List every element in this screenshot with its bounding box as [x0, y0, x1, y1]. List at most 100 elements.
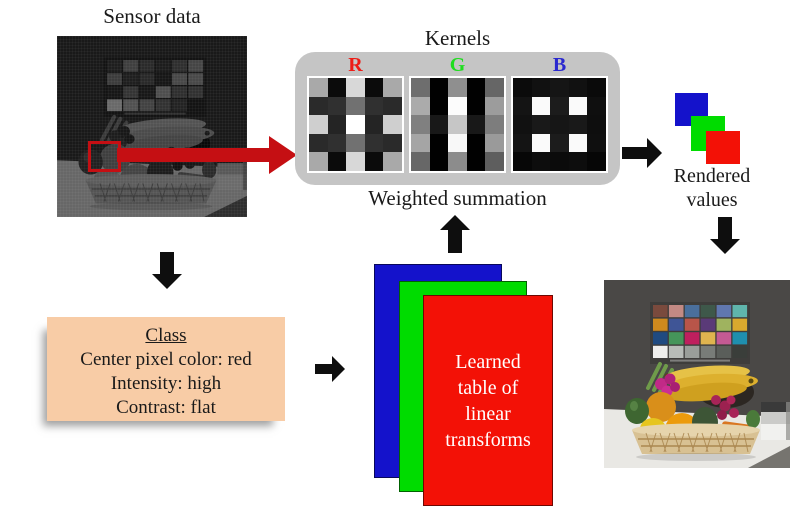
rendered-image — [604, 280, 790, 468]
down-arrow-right-icon — [710, 217, 740, 254]
kernel-cell — [513, 96, 532, 116]
class-box: Class Center pixel color: red Intensity:… — [47, 317, 285, 421]
right-arrow-to-rendered-icon — [622, 138, 662, 168]
learned-table-label: Learned table of linear transforms — [445, 350, 531, 451]
kernel-cell — [411, 133, 430, 153]
kernel-cell — [346, 152, 365, 171]
kernel-cell — [568, 115, 588, 134]
kernel-cell — [568, 96, 588, 116]
kernel-cell — [309, 115, 328, 134]
kernel-column-r: R — [307, 55, 404, 173]
scene-svg — [57, 36, 247, 217]
kernel-cell — [383, 152, 402, 171]
class-box-line-3: Contrast: flat — [116, 397, 216, 418]
kernel-cell — [448, 152, 467, 171]
kernel-column-g: G — [409, 55, 506, 173]
kernel-cell — [383, 115, 402, 134]
kernel-cell — [550, 78, 569, 97]
kernel-column-b: B — [511, 55, 608, 173]
kernel-cell — [448, 78, 467, 97]
kernel-cell — [531, 78, 551, 97]
kernel-cell — [448, 96, 467, 116]
cube — [761, 402, 790, 440]
kernel-cell — [466, 96, 486, 116]
kernel-cell — [587, 115, 606, 134]
kernel-cell — [383, 133, 402, 153]
kernel-cell — [327, 78, 347, 97]
kernel-cell — [448, 133, 467, 153]
persimmon — [646, 392, 676, 422]
kernel-cell — [466, 152, 486, 171]
kernel-cell — [568, 133, 588, 153]
kernel-cell — [568, 152, 588, 171]
kernel-cell — [383, 78, 402, 97]
sensor-scene — [57, 36, 247, 217]
kernel-cell — [309, 96, 328, 116]
kernel-cell — [364, 78, 384, 97]
kernel-cell — [346, 133, 365, 153]
color-checker — [650, 302, 750, 364]
kernel-grid-b — [511, 76, 608, 173]
kernel-cell — [429, 78, 449, 97]
kernel-cell — [485, 115, 504, 134]
kernel-cell — [587, 133, 606, 153]
kernel-cell — [531, 133, 551, 153]
kernel-cell — [411, 152, 430, 171]
kernel-grid-g — [409, 76, 506, 173]
kernel-cell — [346, 78, 365, 97]
table-layer-red: Learned table of linear transforms — [423, 295, 553, 506]
kernel-cell — [587, 96, 606, 116]
red-grapes — [711, 395, 739, 420]
kernel-cell — [411, 78, 430, 97]
kernel-cell — [429, 115, 449, 134]
kernel-cell — [327, 115, 347, 134]
kernel-cell — [364, 115, 384, 134]
kernel-cell — [587, 152, 606, 171]
kernel-cell — [364, 96, 384, 116]
kernels-panel: R G B — [295, 52, 620, 185]
kernel-cell — [364, 133, 384, 153]
kernel-cell — [346, 96, 365, 116]
kernel-label-b: B — [552, 54, 567, 76]
sensor-data-title: Sensor data — [103, 4, 201, 28]
kernel-cell — [485, 78, 504, 97]
kernel-cell — [513, 115, 532, 134]
kernels-title: Kernels — [424, 26, 491, 50]
kernel-cell — [466, 115, 486, 134]
kernel-cell — [550, 115, 569, 134]
kernel-cell — [364, 152, 384, 171]
class-box-heading: Class — [145, 325, 187, 346]
kernel-cell — [568, 78, 588, 97]
color-checker — [103, 57, 207, 117]
kernel-cell — [448, 115, 467, 134]
kernel-cell — [411, 96, 430, 116]
kernel-cell — [309, 78, 328, 97]
class-box-line-1: Center pixel color: red — [80, 349, 252, 370]
basket — [632, 423, 760, 454]
kernel-cell — [587, 78, 606, 97]
rendered-square-red — [706, 131, 740, 164]
kernel-cell — [531, 96, 551, 116]
down-arrow-left-icon — [152, 252, 182, 289]
kernel-cell — [550, 152, 569, 171]
scene-svg — [604, 280, 790, 468]
basket — [85, 174, 217, 204]
kernel-cell — [466, 78, 486, 97]
right-arrow-to-table-icon — [315, 356, 345, 382]
kernel-cell — [513, 78, 532, 97]
kernel-cell — [327, 96, 347, 116]
kernel-cell — [429, 96, 449, 116]
kernel-cell — [466, 133, 486, 153]
kernel-cell — [309, 152, 328, 171]
kernel-cell — [327, 133, 347, 153]
kernel-label-r: R — [348, 54, 363, 76]
red-arrow-icon — [117, 136, 297, 174]
rendered-values-label: Rendered values — [673, 165, 751, 211]
kernel-cell — [550, 133, 569, 153]
kernel-cell — [531, 152, 551, 171]
kernel-cell — [327, 152, 347, 171]
bananas — [664, 365, 758, 402]
kernel-cell — [429, 133, 449, 153]
kernel-cell — [429, 152, 449, 171]
kernel-grid-r — [307, 76, 404, 173]
